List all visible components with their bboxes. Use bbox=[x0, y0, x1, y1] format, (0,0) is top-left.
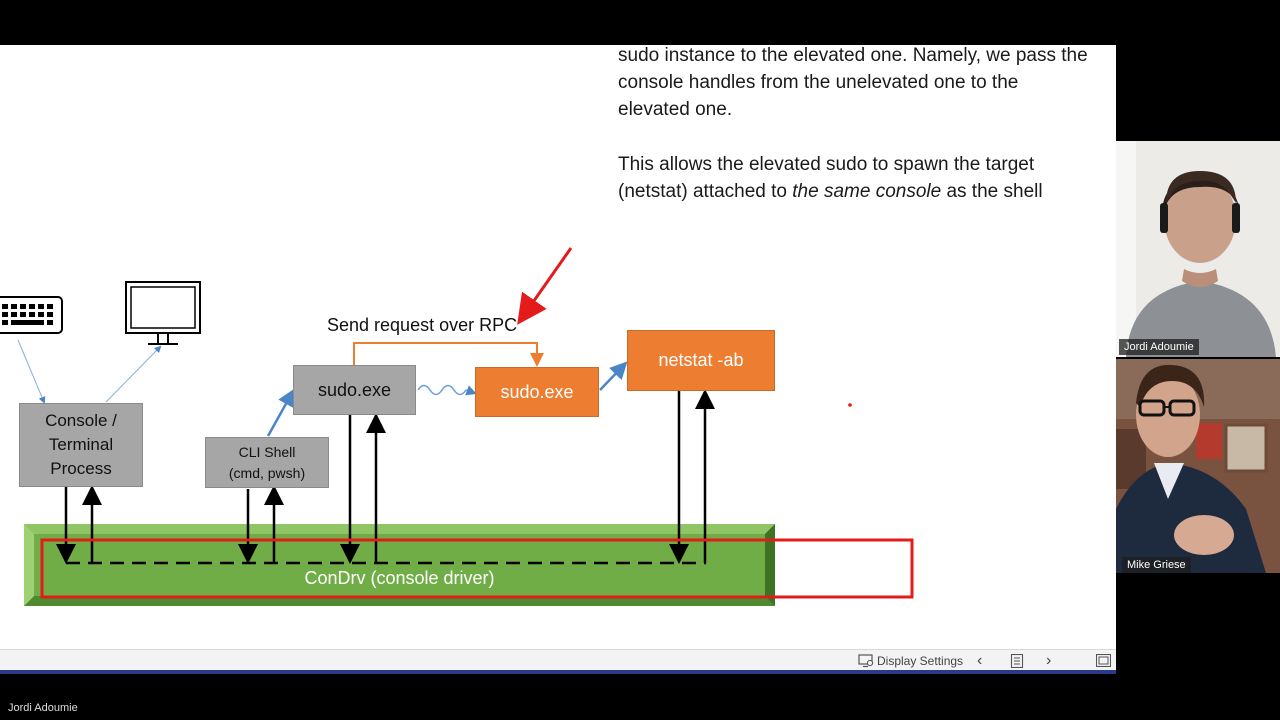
slide-text-line-4: This allows the elevated sudo to spawn t… bbox=[618, 154, 1035, 175]
condrv-bar bbox=[24, 524, 775, 606]
next-slide-button[interactable]: › bbox=[1046, 652, 1051, 669]
elevation-wave bbox=[417, 384, 467, 396]
console-handle-arrows bbox=[56, 389, 715, 564]
highlight-rectangle bbox=[40, 538, 914, 599]
slide-sorter-button[interactable] bbox=[1010, 652, 1024, 669]
slide-text-line-2: console handles from the unelevated one … bbox=[618, 72, 1019, 93]
presenter-view-button[interactable] bbox=[1096, 652, 1111, 669]
video-tile-mike[interactable]: Mike Griese bbox=[1116, 359, 1280, 573]
chevron-right-icon: › bbox=[1046, 651, 1052, 669]
monitor-icon bbox=[125, 281, 201, 345]
slide-text-line-5: (netstat) attached to the same console a… bbox=[618, 178, 1043, 205]
console-box-line-2: Terminal bbox=[48, 435, 114, 454]
toolbar-accent-bar bbox=[0, 670, 1116, 674]
participant-video-mike bbox=[1116, 359, 1280, 573]
diagram-graphics bbox=[0, 247, 914, 606]
sudo-elevated-box: sudo.exe bbox=[475, 367, 599, 417]
previous-slide-button[interactable]: ‹ bbox=[977, 652, 982, 669]
text-emphasis: the same console bbox=[792, 181, 942, 202]
keyboard-icon bbox=[0, 296, 63, 334]
presentation-slide: sudo instance to the elevated one. Namel… bbox=[0, 45, 1116, 649]
participant-name-tag: Jordi Adoumie bbox=[1119, 339, 1199, 355]
rpc-label: Send request over RPC bbox=[327, 315, 518, 335]
red-pointer-arrow bbox=[517, 247, 573, 325]
monitor-output-arrow bbox=[105, 345, 162, 403]
rpc-bracket-arrow bbox=[353, 342, 544, 367]
display-settings-button[interactable]: Display Settings bbox=[858, 652, 963, 669]
slide-text-line-1: sudo instance to the elevated one. Namel… bbox=[618, 45, 1088, 66]
display-settings-label: Display Settings bbox=[877, 653, 964, 668]
console-box-line-1: Console / bbox=[45, 411, 117, 430]
sudo-to-netstat-arrow bbox=[599, 361, 628, 391]
laser-pointer-dot bbox=[848, 403, 852, 407]
netstat-box: netstat -ab bbox=[627, 330, 775, 391]
display-settings-icon bbox=[858, 653, 874, 667]
active-speaker-name: Jordi Adoumie bbox=[8, 702, 78, 714]
keyboard-input-arrow bbox=[17, 339, 46, 404]
sudo-unelevated-box: sudo.exe bbox=[293, 365, 416, 415]
text-plain-end: as the shell bbox=[941, 181, 1043, 202]
participant-name-tag: Mike Griese bbox=[1122, 557, 1191, 573]
notes-page-icon bbox=[1010, 653, 1024, 668]
cli-shell-line-2: (cmd, pwsh) bbox=[228, 464, 306, 481]
presenter-view-icon bbox=[1096, 654, 1111, 667]
console-terminal-box: Console / Terminal Process bbox=[19, 403, 143, 487]
console-box-line-3: Process bbox=[50, 459, 112, 478]
cli-shell-line-1: CLI Shell bbox=[238, 443, 296, 460]
video-tile-jordi[interactable]: Jordi Adoumie bbox=[1116, 141, 1280, 357]
cli-to-sudo-arrow bbox=[266, 388, 295, 437]
participant-video-jordi bbox=[1116, 141, 1280, 357]
chevron-left-icon: ‹ bbox=[977, 651, 983, 669]
condrv-label: ConDrv (console driver) bbox=[304, 568, 495, 588]
cli-shell-box: CLI Shell (cmd, pwsh) bbox=[205, 437, 329, 488]
slide-text-line-3: elevated one. bbox=[618, 99, 733, 120]
presentation-toolbar: Display Settings ‹ › bbox=[0, 649, 1116, 670]
text-plain: (netstat) attached to bbox=[618, 181, 793, 202]
